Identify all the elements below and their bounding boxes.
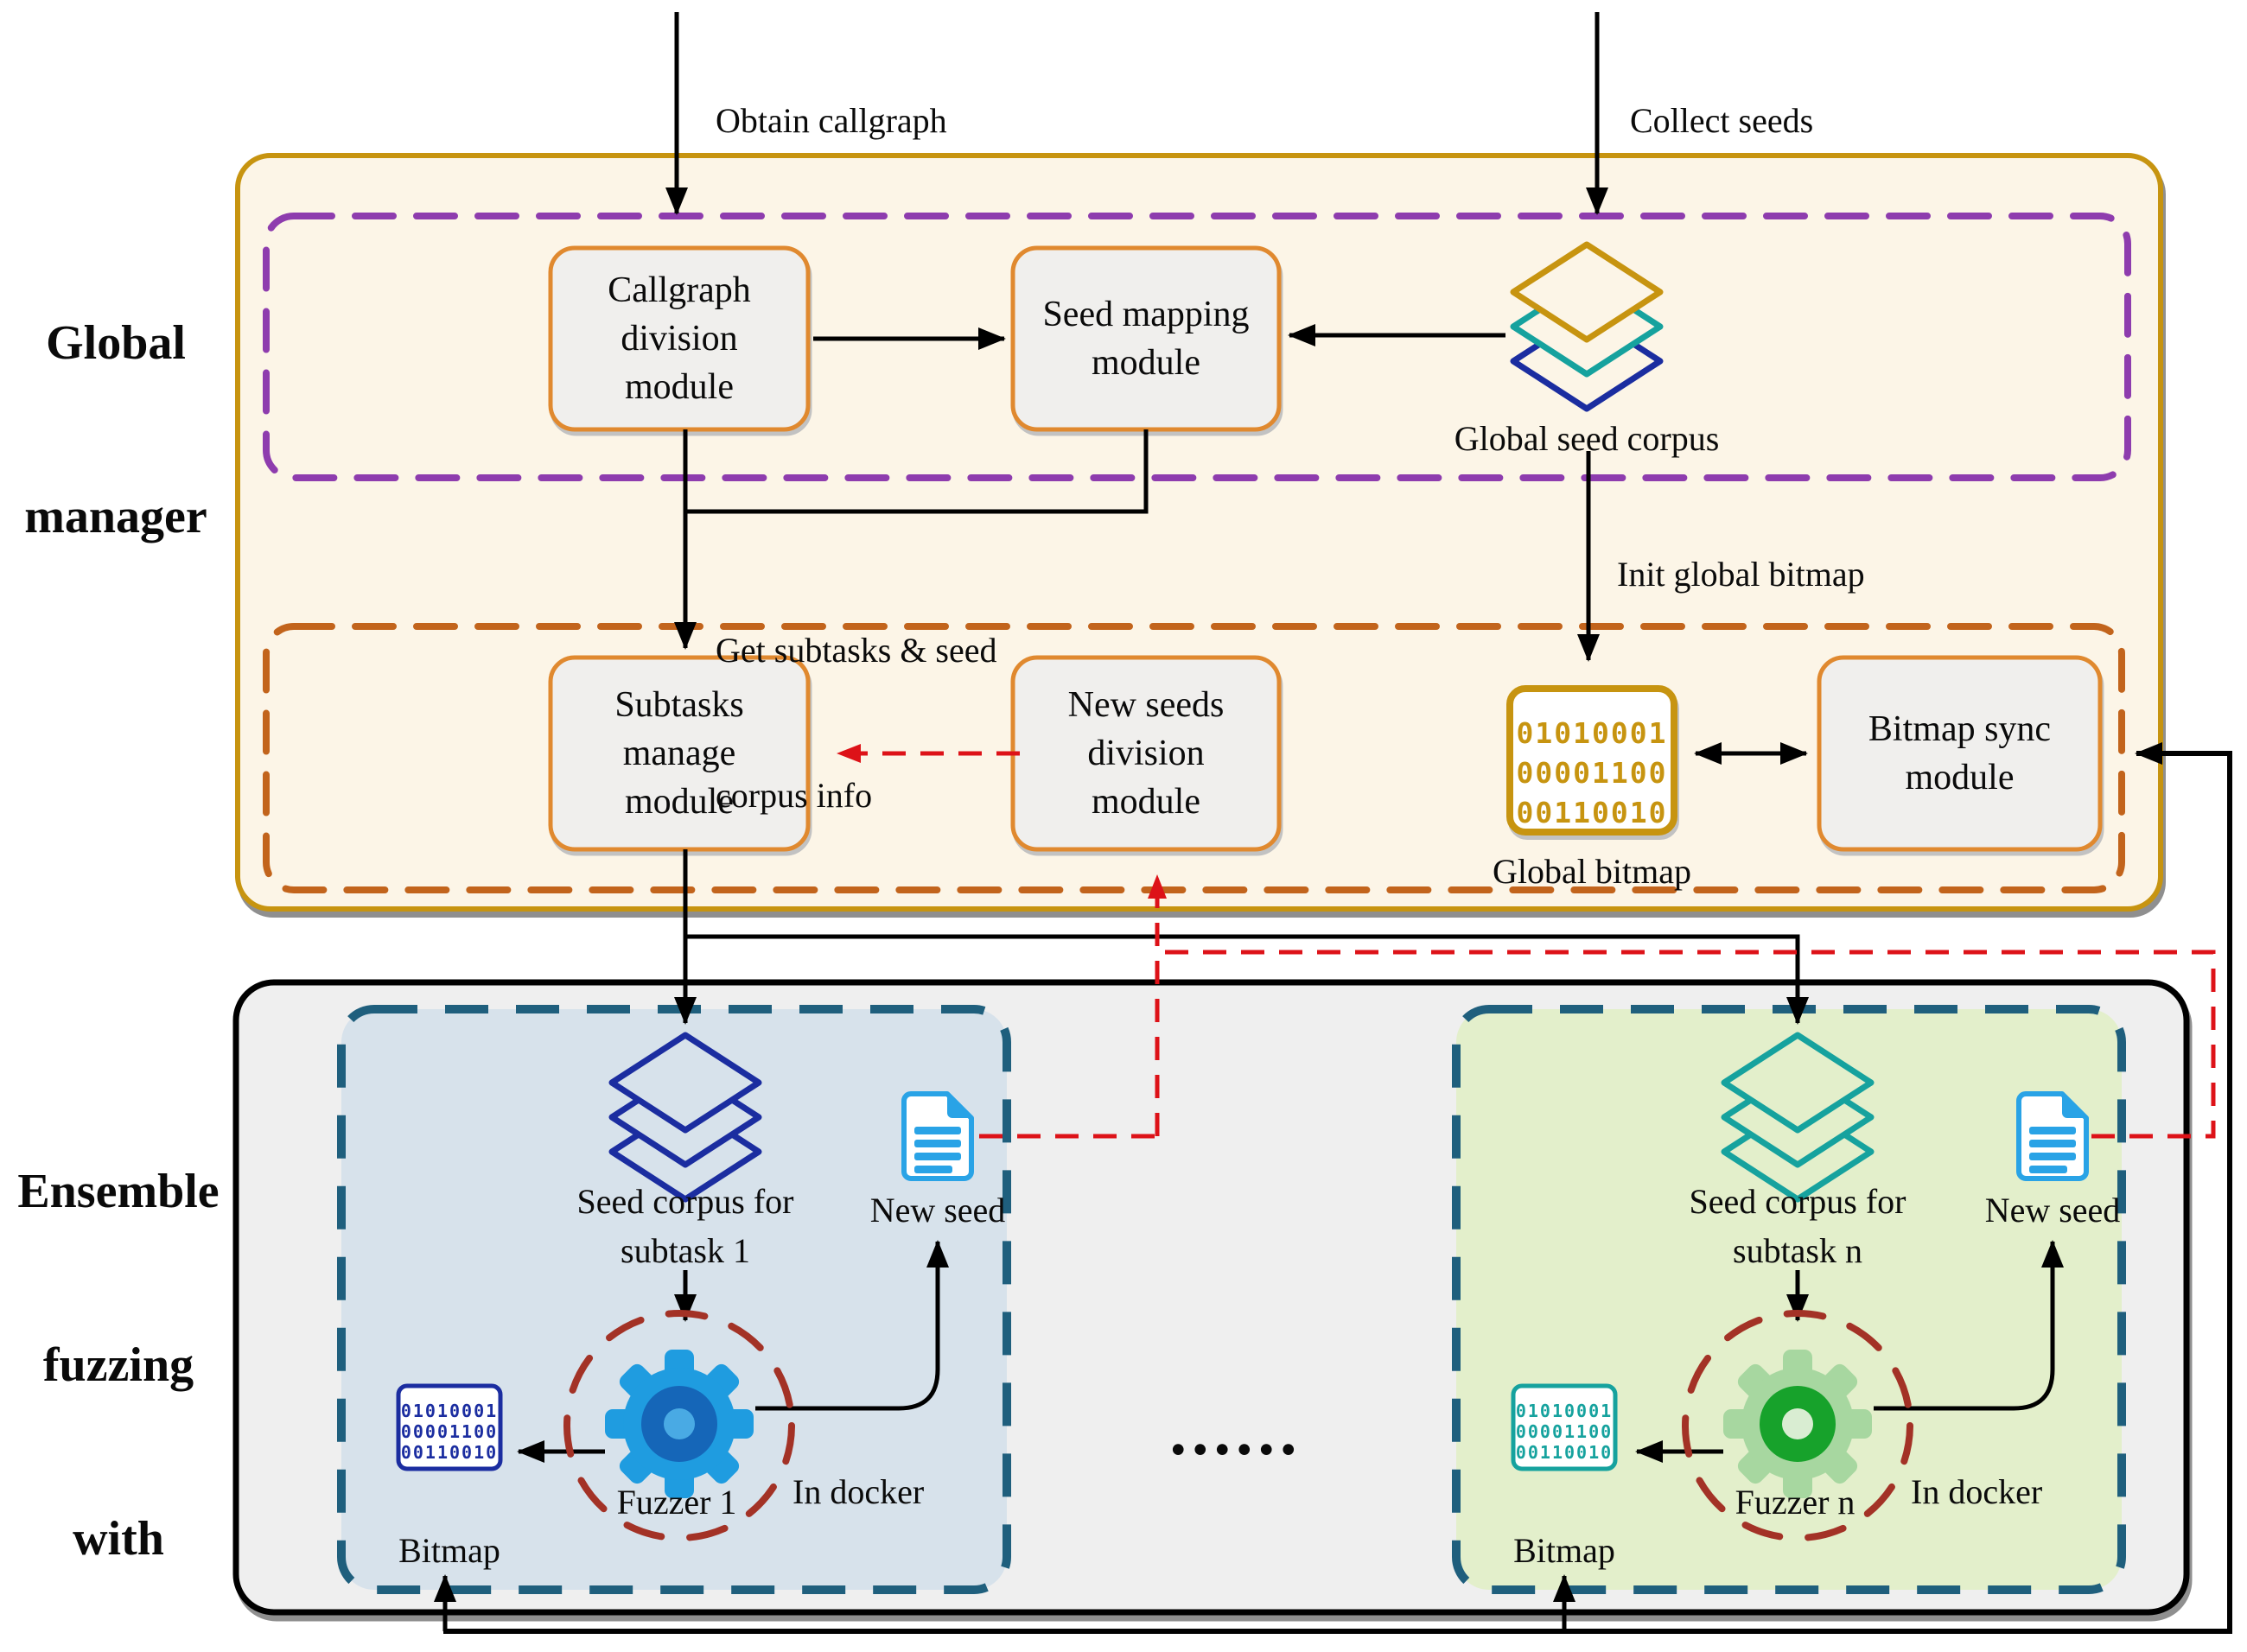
global-manager-line1: Global [46, 316, 186, 370]
fuzzer1-gear-icon [605, 1350, 754, 1498]
bitmapn-label: Bitmap [1513, 1531, 1615, 1570]
bitmap1-row3: 00110010 [401, 1442, 498, 1463]
new-seeds-division-module-label: New seeds division module [1013, 658, 1279, 849]
callgraph-division-module-box [548, 245, 811, 432]
bitmapsync-line2: module [1905, 758, 2015, 797]
global-seed-corpus-label: Global seed corpus [1454, 419, 1720, 458]
global-manager-label: Global manager [0, 199, 232, 604]
bitmap1-icon: 01010001 00001100 00110010 [396, 1383, 503, 1471]
in-dockern-label: In docker [1911, 1472, 2043, 1511]
bitmap-sync-module-label: Bitmap sync module [1819, 658, 2100, 849]
callgraph-division-module-label: Callgraph division module [551, 248, 808, 429]
newseeds-line2: division [1087, 733, 1205, 773]
runtime-manage-region [263, 623, 2125, 893]
seedmapping-line2: module [1092, 343, 1200, 383]
bitmap1-row1: 01010001 [401, 1401, 498, 1421]
new-seedn-document-icon [2019, 1094, 2086, 1179]
subtasks-line3: module [625, 782, 734, 823]
global-bitmap-icon: 01010001 00001100 00110010 [1506, 685, 1677, 836]
global-bitmap-row2: 00001100 [1517, 756, 1668, 790]
seed-corpus1-line2: subtask 1 [621, 1231, 750, 1270]
callgraph-line2: division [621, 318, 738, 359]
ensemble-line1: Ensemble [17, 1165, 220, 1218]
obtain-callgraph-label: Obtain callgraph [716, 101, 947, 140]
seed-corpus-subtask1-label: Seed corpus for subtask 1 [525, 1177, 845, 1275]
bitmapn-icon: 01010001 00001100 00110010 [1511, 1383, 1618, 1471]
bitmapn-row3: 00110010 [1516, 1442, 1613, 1463]
division-mapping-region [263, 213, 2131, 481]
callgraph-line1: Callgraph [608, 270, 751, 310]
seed-corpusn-line1: Seed corpus for [1689, 1182, 1906, 1221]
ensemble-line2: fuzzing [42, 1338, 194, 1392]
subtasks-manage-module-box [548, 655, 811, 852]
collect-seeds-label: Collect seeds [1630, 101, 1814, 140]
seed-corpus1-line1: Seed corpus for [576, 1182, 794, 1221]
get-subtasks-line2: corpus info [716, 776, 873, 815]
arrow-fuzzern-to-newseedn [1874, 1240, 2064, 1411]
connector-seedmapping-down [685, 429, 1149, 514]
fuzzern-gear-icon [1723, 1350, 1872, 1498]
ensemble-fuzzing-label: Ensemble fuzzing with subtasks [3, 1047, 234, 1652]
docker-circle-fuzzern [1682, 1310, 1913, 1541]
get-subtasks-line1: Get subtasks & seed [716, 631, 997, 670]
seed-corpusn-line2: subtask n [1733, 1231, 1862, 1270]
red-line-newseedn [1162, 950, 2216, 1139]
newseeds-line1: New seeds [1067, 684, 1225, 725]
docker-circle-fuzzer1 [563, 1310, 795, 1541]
bitmapn-row1: 01010001 [1516, 1401, 1613, 1421]
global-bitmap-row1: 01010001 [1517, 716, 1668, 750]
subtasks-line1: Subtasks [614, 684, 744, 725]
in-docker1-label: In docker [792, 1472, 925, 1511]
get-subtasks-label: Get subtasks & seed corpus info [716, 530, 997, 868]
fuzzer1-label: Fuzzer 1 [616, 1483, 737, 1522]
seed-corpus-subtaskn-label: Seed corpus for subtask n [1638, 1177, 1957, 1275]
arrow-subtasks-to-corpusn [685, 934, 1809, 1025]
ensemble-line3: with [73, 1512, 164, 1566]
seedmapping-line1: Seed mapping [1042, 294, 1250, 334]
new-seed1-document-icon [904, 1094, 971, 1179]
bitmapn-row2: 00001100 [1516, 1421, 1613, 1442]
global-bitmap-row3: 00110010 [1517, 796, 1668, 829]
init-global-bitmap-label: Init global bitmap [1617, 555, 1865, 594]
subtasks-line2: manage [622, 733, 736, 773]
newseeds-line3: module [1092, 782, 1200, 823]
ellipsis-between-subtasks: ...... [1169, 1394, 1302, 1469]
global-bitmap-label: Global bitmap [1493, 852, 1691, 891]
callgraph-line3: module [625, 367, 734, 408]
global-manager-line2: manager [24, 490, 207, 543]
new-seed1-label: New seed [869, 1191, 1006, 1229]
bitmap-sync-feedback-line [443, 742, 2232, 1634]
bitmapsync-line1: Bitmap sync [1868, 708, 2052, 749]
bitmap-sync-module-box [1817, 655, 2103, 852]
subtasks-manage-module-label: Subtasks manage module [551, 658, 808, 849]
new-seedn-label: New seed [1984, 1191, 2121, 1229]
arrow-fuzzer1-to-newseed1 [755, 1240, 949, 1411]
seed-mapping-module-label: Seed mapping module [1013, 248, 1279, 429]
fuzzern-label: Fuzzer n [1735, 1483, 1856, 1522]
bitmap1-label: Bitmap [398, 1531, 500, 1570]
bitmap1-row2: 00001100 [401, 1421, 498, 1442]
